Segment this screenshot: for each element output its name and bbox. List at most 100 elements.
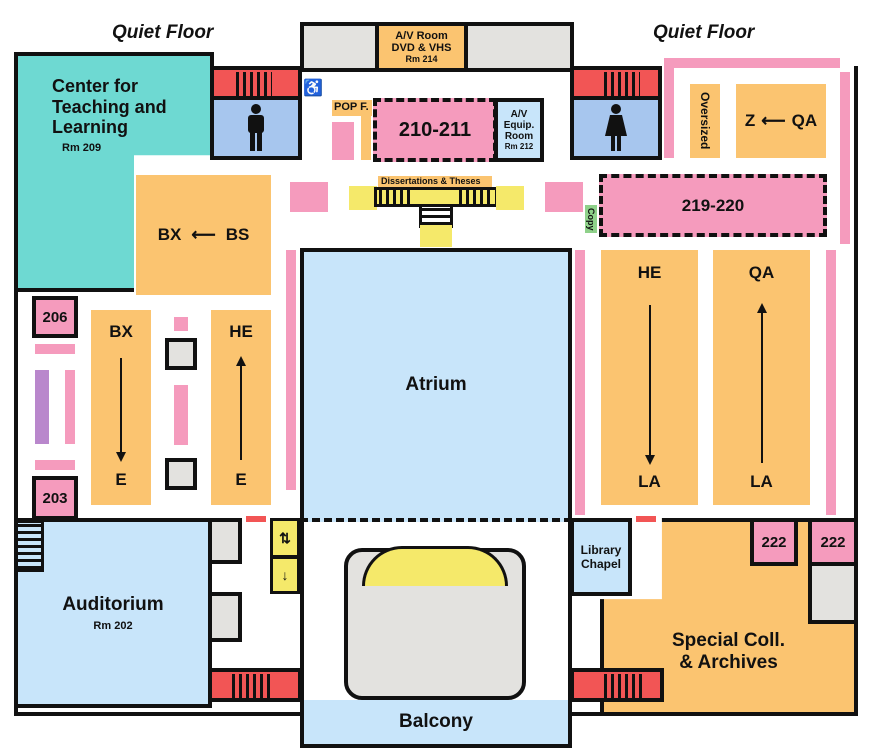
ctl-room: Rm 209 [62,142,102,155]
stairwell-sw[interactable] [14,520,44,572]
room-219-220[interactable]: 219-220 [599,174,827,237]
central-staircase-stem [419,204,453,228]
elevator-up-down[interactable]: ⇅ [270,518,300,558]
stairwell-ne[interactable] [570,66,662,100]
stairwell-nw[interactable] [210,66,302,100]
atrium[interactable]: Atrium [300,248,572,522]
ne-shelf-right [840,72,850,244]
stairwell-s-right[interactable] [570,668,664,702]
stack-z-qa-to: Z [744,111,756,130]
av-room-line2: DVD & VHS [391,42,452,54]
stack-qa-la-end: LA [750,472,773,491]
storage-sw-1 [208,518,242,564]
balcony[interactable]: Balcony [304,700,568,744]
arrowhead [645,455,655,465]
stairs-icon [459,190,493,204]
womens-restroom[interactable] [570,96,662,160]
womens-restroom-icon [605,104,627,151]
room-222-b-label: 222 [820,533,846,551]
stack-z-qa-from: QA [791,111,818,130]
pop-fiction-label: POP F. [334,101,369,113]
arrow-left-icon: ⟵ [191,225,216,244]
copy-room[interactable]: Copy [585,205,597,233]
shelf-mid1 [174,317,188,331]
room-222-a[interactable]: 222 [750,518,798,566]
stack-bx-e[interactable]: BX E [91,310,151,505]
stairs-icon [232,674,272,698]
room-206[interactable]: 206 [32,296,78,338]
ne-shelf-left [664,58,674,158]
stack-bx-bs-to: BX [157,225,182,244]
pop-fiction-label-bg [332,100,372,116]
column-1 [165,338,197,370]
balcony-enclosure [300,518,572,748]
quiet-floor-right-label: Quiet Floor [653,22,755,43]
auditorium-room: Rm 202 [93,620,133,632]
ne-shelf-top [664,58,840,68]
av-room-line1: A/V Room [395,30,448,42]
room-210-211[interactable]: 210-211 [373,98,497,162]
arrow-up-icon [761,311,763,463]
room-206-label: 206 [42,308,68,326]
stack-he-la[interactable]: HE LA [601,250,698,505]
grand-staircase[interactable] [362,546,508,586]
stairs-icon [604,72,640,96]
auditorium-label: Auditorium [62,594,164,615]
dissertations-label-bg [378,176,492,187]
mens-restroom-icon [248,104,264,151]
shelf-w2 [65,370,75,444]
stack-bx-bs-from: BS [225,225,250,244]
special-line2: & Archives [679,651,778,673]
mens-restroom[interactable] [210,96,302,160]
stack-bx-bs[interactable]: BX ⟵ BS [136,175,271,295]
stairs-icon [379,190,413,204]
arrowhead [236,356,246,366]
oversized-stack[interactable]: Oversized [690,84,720,158]
top-storage-right [464,22,574,72]
stack-z-qa[interactable]: Z ⟵ QA [736,84,826,158]
stack-qa-la[interactable]: QA LA [713,250,810,505]
storage-se [808,562,858,624]
av-equip-line2: Equip. [503,120,535,131]
av-equip-line3: Room [504,131,534,142]
stack-qa-la-start: QA [748,263,775,282]
stack-he-e-start: HE [229,322,253,341]
ctl-line3: Learning [52,117,129,138]
stack-bx-e-end: E [115,470,127,489]
ctl-label: Center for Teaching and Learning Rm 209 [52,76,167,155]
elevator-down[interactable]: ↓ [270,556,300,594]
stairs-icon [604,674,644,698]
special-collections-label: Special Coll. & Archives [672,630,785,674]
accessible-icon: ♿ [303,80,323,97]
room-219-220-label: 219-220 [681,195,745,215]
oversized-label: Oversized [698,92,712,150]
room-av-equip-212[interactable]: A/V Equip. Room Rm 212 [494,98,544,162]
stack-he-e-end: E [235,470,247,489]
stairs-down-left[interactable] [349,186,377,210]
room-222-b[interactable]: 222 [808,518,858,566]
stack-he-la-end: LA [638,472,661,491]
balcony-label: Balcony [399,711,473,732]
shelf-left-dissertation [290,182,328,212]
room-av-214[interactable]: A/V Room DVD & VHS Rm 214 [375,22,468,72]
quiet-floor-left-label: Quiet Floor [112,22,214,43]
room-203-label: 203 [42,489,68,507]
shelf-east-wall [826,250,836,515]
stairs-down-right[interactable] [496,186,524,210]
shelf-w3 [35,460,75,470]
stairwell-s-left[interactable] [208,668,302,702]
chapel-line1: Library [580,543,622,557]
av-equip-line1: A/V [510,109,528,120]
door-marker [246,516,266,522]
library-chapel[interactable]: Library Chapel [570,518,632,596]
special-line1: Special Coll. [672,630,785,651]
room-203[interactable]: 203 [32,476,78,520]
stack-he-e[interactable]: HE E [211,310,271,505]
av-equip-room: Rm 212 [504,142,534,151]
room-222-a-label: 222 [761,533,787,551]
shelf-atrium-left [286,250,296,490]
stairs-down-center[interactable] [420,225,452,247]
arrow-down-icon [120,358,122,456]
stairs-icon [236,72,272,96]
stack-he-la-start: HE [637,263,662,282]
